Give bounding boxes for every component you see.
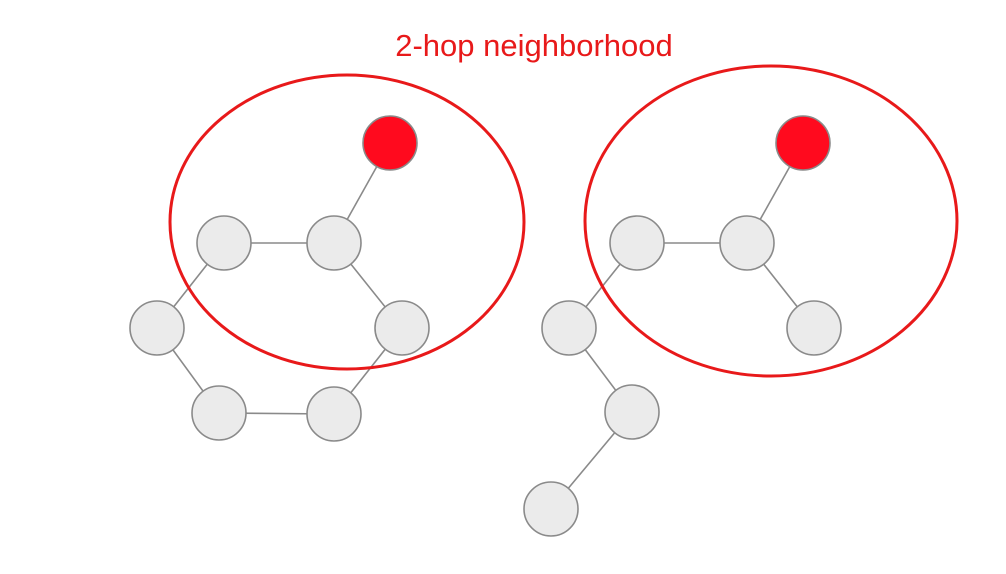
graph-node xyxy=(191,385,247,441)
diagram-title: 2-hop neighborhood xyxy=(395,28,673,63)
graph-node xyxy=(609,215,665,271)
edges-layer xyxy=(156,142,815,510)
target-node xyxy=(362,115,418,171)
graph-node xyxy=(786,300,842,356)
graph-node xyxy=(604,384,660,440)
graph-node xyxy=(129,300,185,356)
nodes-layer xyxy=(129,115,842,537)
graph-node xyxy=(374,300,430,356)
target-node xyxy=(775,115,831,171)
graph-node xyxy=(541,300,597,356)
graph-node xyxy=(306,386,362,442)
neighborhood-outlines xyxy=(168,64,959,378)
graph-node xyxy=(196,215,252,271)
neighborhood-outline xyxy=(583,64,959,378)
neighborhood-outline xyxy=(168,73,526,371)
graph-node xyxy=(523,481,579,537)
graph-node xyxy=(306,215,362,271)
graph-node xyxy=(719,215,775,271)
